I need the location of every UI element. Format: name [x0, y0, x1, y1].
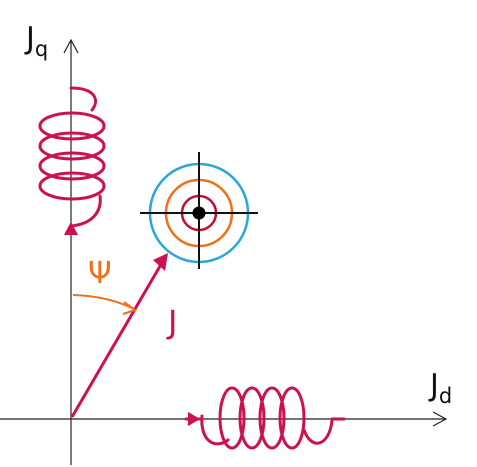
q-coil-lead-bottom	[69, 194, 102, 228]
current-vector	[70, 260, 165, 418]
angle-label: Ψ	[88, 256, 112, 291]
q-coil-lead-top	[69, 86, 97, 112]
d-axis-arrowhead	[432, 411, 448, 427]
d-coil-loop	[258, 386, 286, 450]
vector-label: J	[166, 303, 177, 341]
axes	[0, 38, 448, 465]
q-coil-loop	[38, 111, 106, 141]
q-coil-arrowhead	[64, 221, 78, 236]
target	[140, 152, 258, 269]
current-vector-arrowhead	[153, 253, 168, 271]
q-coil-loop	[38, 131, 106, 161]
angle-arrowhead	[122, 301, 138, 315]
d-coil-loop	[238, 386, 266, 450]
q-axis-label: Jq	[24, 21, 48, 61]
d-coil-loop	[218, 386, 246, 450]
d-coil-arrowhead	[187, 412, 200, 426]
q-axis-coil	[38, 86, 106, 228]
q-axis-arrowhead	[63, 38, 79, 54]
q-coil-loop	[38, 171, 106, 201]
d-coil-lead-end	[302, 418, 334, 445]
d-axis-coil	[184, 386, 346, 450]
d-axis-label: Jd	[428, 368, 452, 408]
d-coil-loop	[278, 386, 306, 450]
q-coil-loop	[38, 151, 106, 181]
target-center-dot	[192, 206, 206, 220]
